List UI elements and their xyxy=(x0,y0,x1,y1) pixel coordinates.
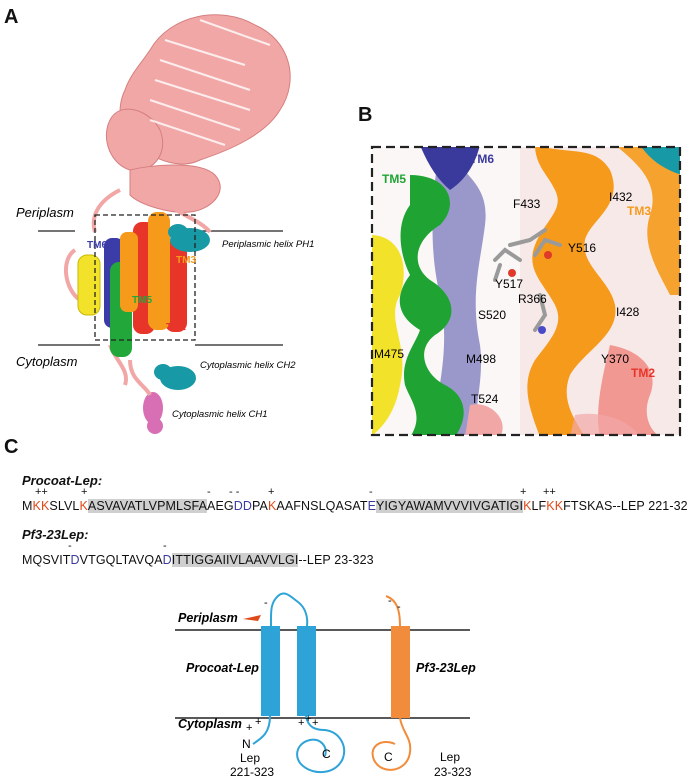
helix-ch1 xyxy=(143,392,163,434)
pf3-minus-top-2: - xyxy=(397,601,401,613)
procoat-minus-top: - xyxy=(264,597,268,609)
tm2-helix-b xyxy=(598,345,658,435)
periplasmic-domain xyxy=(105,14,291,213)
procoat-plus-4: + xyxy=(305,713,311,725)
tm-helix-orange xyxy=(120,212,170,330)
b-tm5-label: TM5 xyxy=(382,172,406,186)
pf3-n-tail xyxy=(385,595,401,627)
pf3-lep-label: Lep xyxy=(440,750,460,764)
pf3-c-spiral xyxy=(371,717,412,771)
b-t524: T524 xyxy=(471,392,499,406)
ph1-label: Periplasmic helix PH1 xyxy=(222,239,314,250)
panel-b-frame xyxy=(370,145,682,437)
tm2-label: TM2 xyxy=(166,322,186,333)
b-i428: I428 xyxy=(616,305,640,319)
b-m498: M498 xyxy=(466,352,496,366)
panel-a-letter: A xyxy=(4,6,19,28)
procoat-plus-5: + xyxy=(312,717,318,729)
mark-mm-1: - - xyxy=(229,486,240,498)
red-arrow-mark xyxy=(243,615,261,621)
mark-minus-3: - xyxy=(68,540,72,552)
mark-pp-1: ++ xyxy=(35,486,48,498)
procoat-tm1-highlight: ASVAVATLVPMLSFA xyxy=(87,499,208,513)
procoat-periplasmic-loop xyxy=(269,592,309,627)
b-r366: R366 xyxy=(518,292,547,306)
b-tm2-label: TM2 xyxy=(631,366,655,380)
mark-minus-2: - xyxy=(369,486,373,498)
diagram-procoat-label: Procoat-Lep xyxy=(186,661,259,675)
diagram-pf3-label: Pf3-23Lep xyxy=(416,661,476,675)
panel-c-letter: C xyxy=(4,436,19,458)
panel-b-letter: B xyxy=(358,104,373,126)
panel-a-structure: Periplasm Cytoplasm TM6 TM3 TM5 TM2 Peri… xyxy=(16,14,314,434)
procoat-c-spiral xyxy=(296,715,345,774)
periplasm-label: Periplasm xyxy=(16,205,74,220)
tm5-helix-b xyxy=(399,175,464,435)
pf3-minus-top: - xyxy=(388,595,392,607)
pf3-tm-highlight: ITTIGGAIIVLAAVVLGI xyxy=(171,553,299,567)
pf3-sequence: MQSVITDVTGQLTAVQADITTIGGAIIVLAAVVLGI--LE… xyxy=(22,553,374,567)
tm5-label: TM5 xyxy=(132,295,152,306)
tm3-helix-b xyxy=(527,147,616,435)
b-s520: S520 xyxy=(478,308,506,322)
b-i432: I432 xyxy=(609,190,633,204)
b-tm6-label: TM6 xyxy=(470,152,494,166)
ch2-label: Cytoplasmic helix CH2 xyxy=(200,360,296,371)
side-chains xyxy=(493,228,562,332)
pf3-tm-box xyxy=(391,626,410,718)
mark-minus-4: - xyxy=(163,540,167,552)
topology-diagram: Periplasm Cytoplasm Procoat-Lep Pf3-23Le… xyxy=(175,592,476,779)
cytoplasm-label: Cytoplasm xyxy=(16,354,78,369)
yellow-helix-b xyxy=(372,235,404,435)
helix-ch2 xyxy=(154,364,196,390)
pf3-lep-range: 23-323 xyxy=(434,765,472,779)
tm-helix-yellow xyxy=(77,254,101,316)
procoat-title: Procoat-Lep: xyxy=(22,473,103,488)
zoom-box xyxy=(94,214,196,341)
mark-minus-1: - xyxy=(207,486,211,498)
b-y370: Y370 xyxy=(601,352,629,366)
diagram-cytoplasm: Cytoplasm xyxy=(178,717,242,731)
procoat-tm2-highlight: YIGYAWAMVVVIVGATIGI xyxy=(376,499,524,513)
mark-plus-2: + xyxy=(268,486,275,498)
procoat-lep-label: Lep xyxy=(240,751,260,765)
procoat-n-label: N xyxy=(242,737,251,751)
pf3-title: Pf3-23Lep: xyxy=(22,527,89,542)
ch1-label: Cytoplasmic helix CH1 xyxy=(172,409,268,420)
b-y517: Y517 xyxy=(495,277,523,291)
b-m475: M475 xyxy=(374,347,404,361)
procoat-plus-2: + xyxy=(255,716,261,728)
mark-pp-2: ++ xyxy=(543,486,556,498)
b-tm3-label: TM3 xyxy=(627,204,651,218)
beta-strand-highlights xyxy=(149,19,271,146)
procoat-plus-3: + xyxy=(298,717,304,729)
pf3-c-label: C xyxy=(384,750,393,764)
procoat-tm1-box xyxy=(261,626,280,716)
tm6-label: TM6 xyxy=(87,240,107,251)
procoat-plus-1: + xyxy=(246,722,252,734)
mark-plus-1: + xyxy=(81,486,88,498)
procoat-lep-range: 221-323 xyxy=(230,765,274,779)
b-y516: Y516 xyxy=(568,241,596,255)
procoat-sequence: MKKSLVLKASVAVATLVPMLSFAAEGDDPAKAAFNSLQAS… xyxy=(22,499,688,513)
procoat-n-tail xyxy=(252,715,271,745)
procoat-c-label: C xyxy=(322,747,331,761)
panel-b-zoom: TM5 TM6 TM3 TM2 F433 I432 Y516 Y517 R366… xyxy=(370,145,682,437)
mark-plus-3: + xyxy=(520,486,527,498)
b-f433: F433 xyxy=(513,197,541,211)
helix-ph1 xyxy=(168,224,210,252)
procoat-tm2-box xyxy=(297,626,316,716)
diagram-periplasm: Periplasm xyxy=(178,611,238,625)
tm3-label: TM3 xyxy=(176,255,196,266)
tm6-top-b xyxy=(420,147,480,190)
